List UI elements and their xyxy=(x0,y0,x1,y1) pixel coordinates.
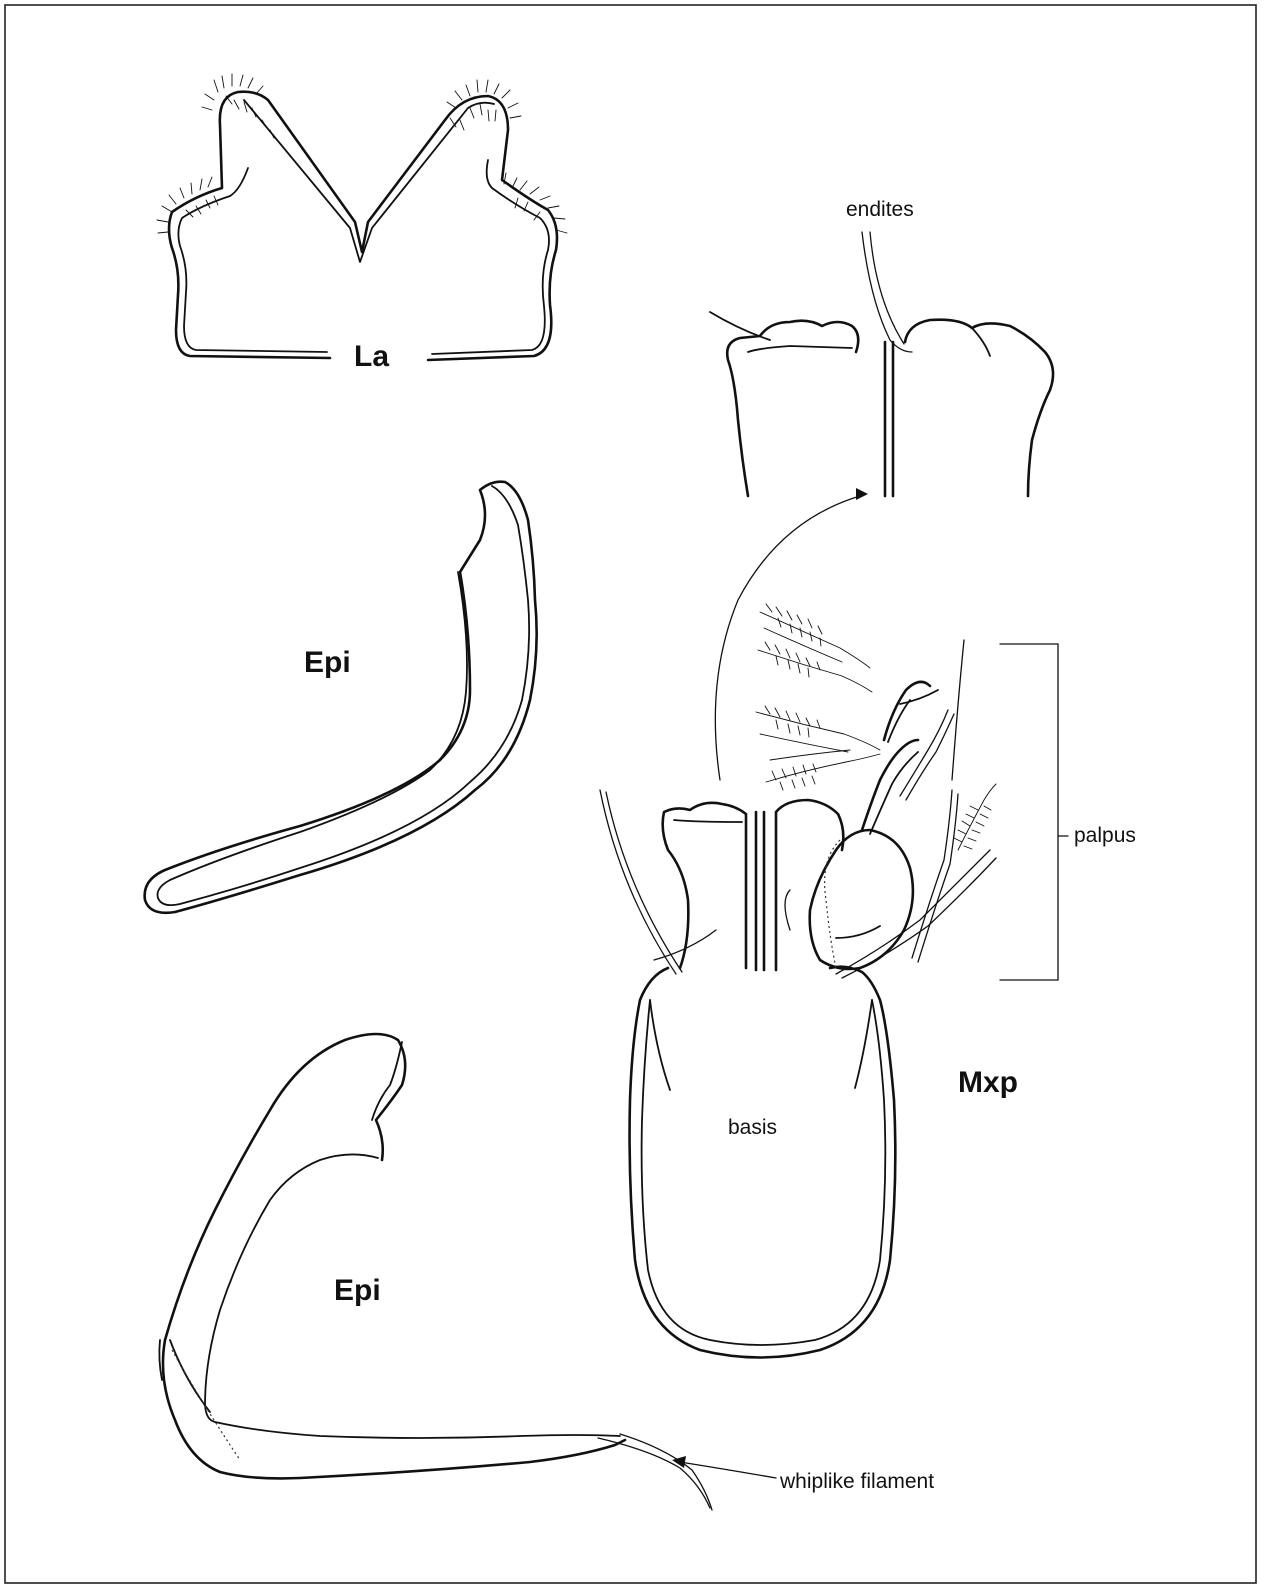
label-endites: endites xyxy=(846,198,914,222)
plumose-setae xyxy=(756,604,996,850)
epipharynx-upper-drawing xyxy=(145,482,537,913)
label-la: La xyxy=(354,340,389,374)
label-epi-lower: Epi xyxy=(334,1274,381,1308)
epipharynx-lower-drawing xyxy=(159,1034,776,1510)
maxilliped-drawing xyxy=(600,604,1068,1358)
label-palpus: palpus xyxy=(1074,824,1136,848)
label-basis: basis xyxy=(728,1116,777,1140)
label-epi-upper: Epi xyxy=(304,646,351,680)
plate-border xyxy=(5,5,1256,1583)
labium-drawing xyxy=(157,74,567,360)
label-whiplike-filament: whiplike filament xyxy=(780,1470,934,1494)
label-mxp: Mxp xyxy=(958,1066,1018,1100)
endites-inset-drawing xyxy=(710,232,1053,780)
